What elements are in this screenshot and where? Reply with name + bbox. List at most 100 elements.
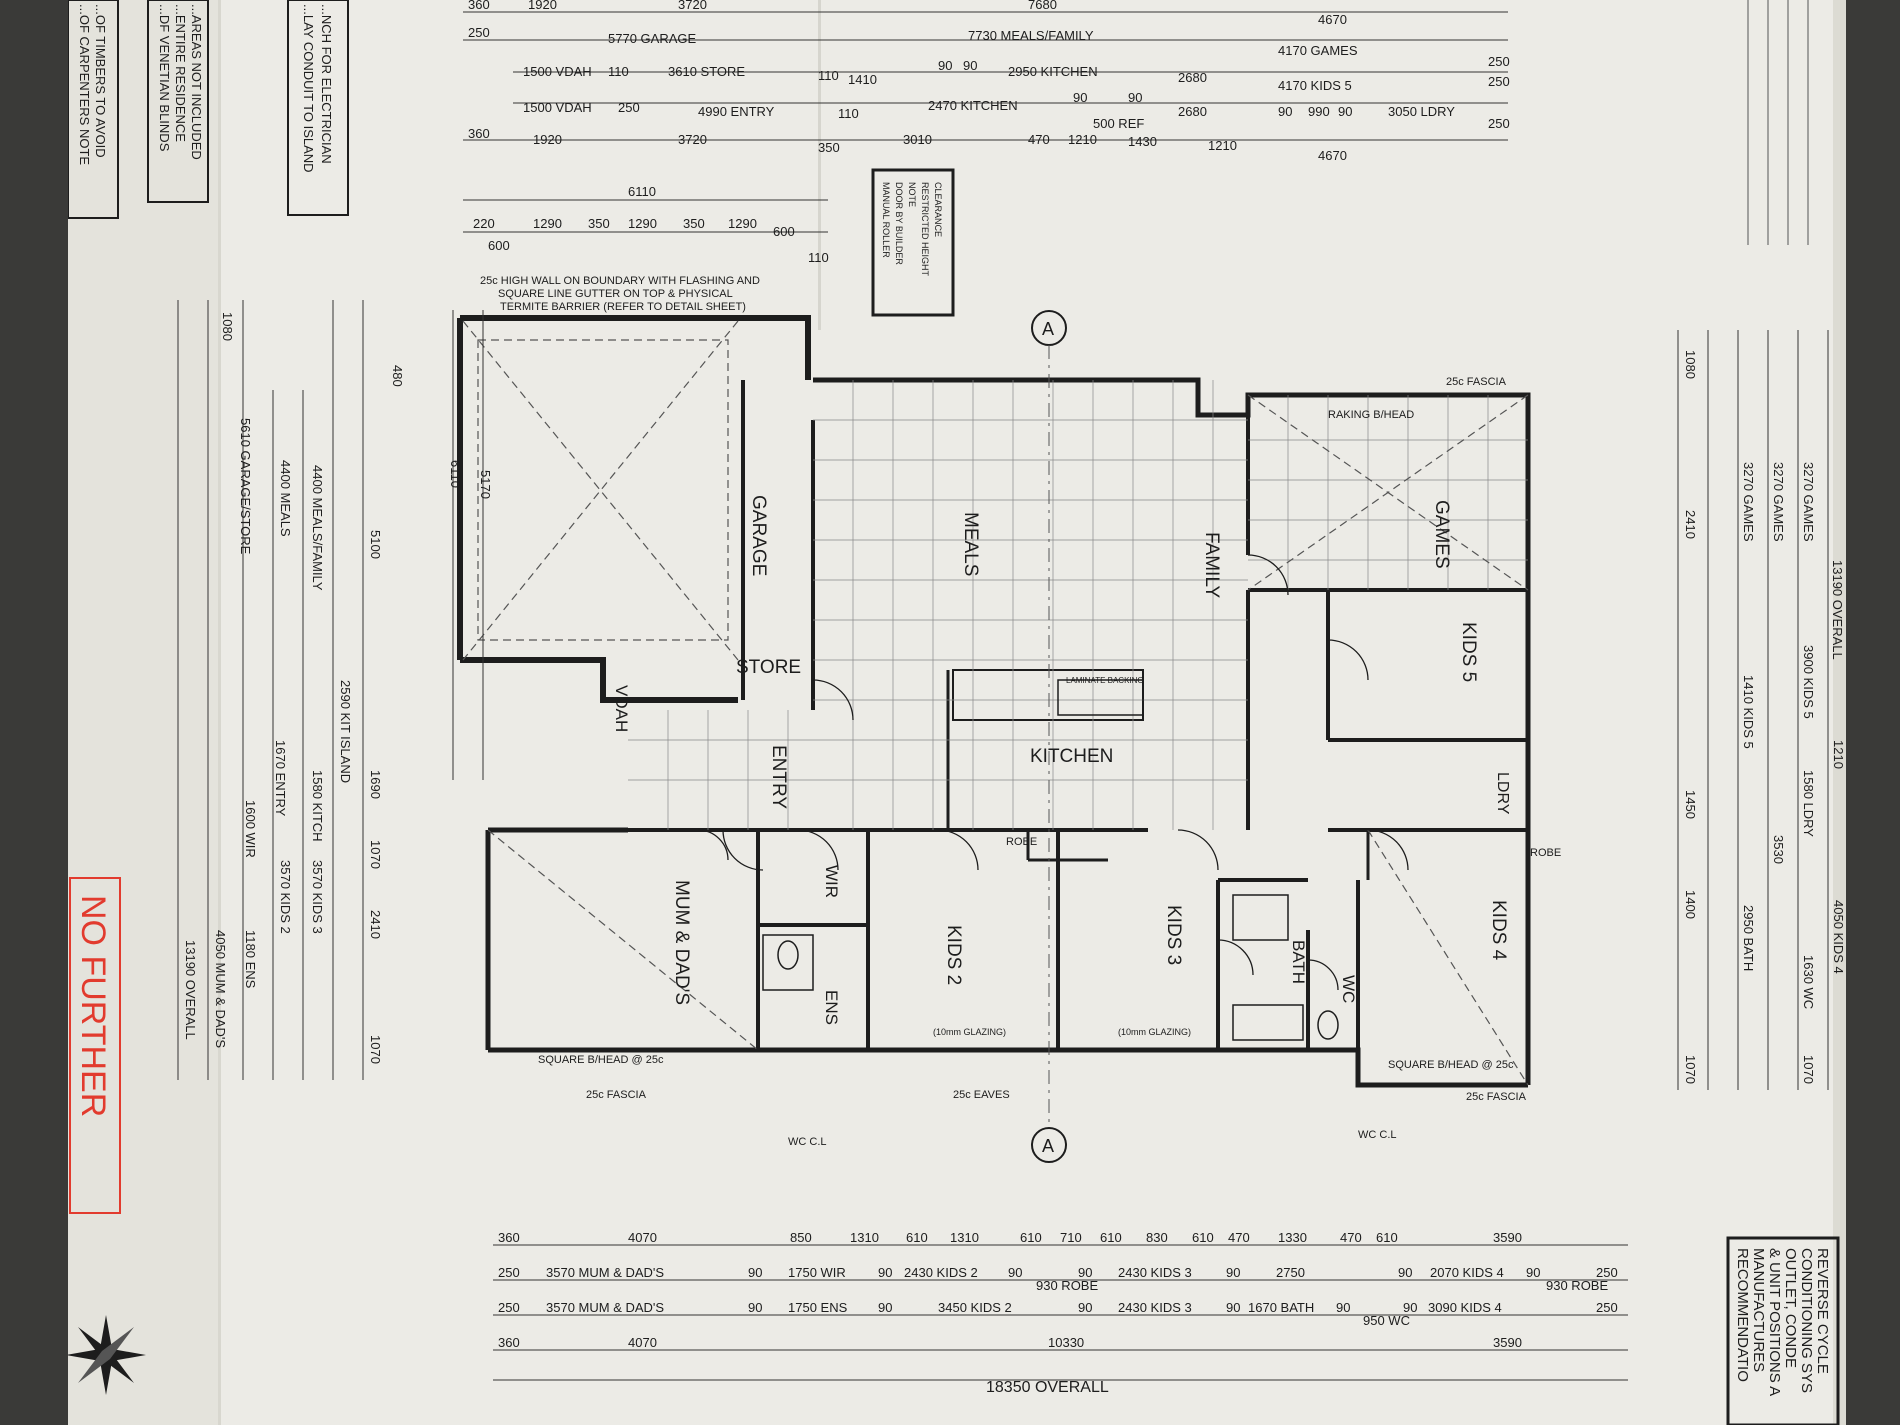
bottom-dimensions: 360 4070 850 1310 610 1310 610 710 610 8…	[498, 1230, 1618, 1350]
svg-text:DOOR BY BUILDER: DOOR BY BUILDER	[894, 182, 904, 265]
svg-text:1210: 1210	[1831, 740, 1846, 769]
svg-text:90: 90	[1403, 1300, 1417, 1315]
svg-text:1070: 1070	[1683, 1055, 1698, 1084]
svg-text:2070 KIDS 4: 2070 KIDS 4	[1430, 1265, 1504, 1280]
note-venetian-1: ...DF VENETIAN BLINDS	[157, 4, 172, 152]
svg-text:610: 610	[1376, 1230, 1398, 1245]
aircon-note: REVERSE CYCLE CONDITIONING SYS OUTLET, C…	[1734, 1248, 1831, 1396]
svg-text:RESTRICTED HEIGHT: RESTRICTED HEIGHT	[920, 182, 930, 277]
fascia-bottom-right: 25c FASCIA	[1466, 1091, 1527, 1103]
svg-text:2410: 2410	[1683, 510, 1698, 539]
svg-text:2430 KIDS 3: 2430 KIDS 3	[1118, 1265, 1192, 1280]
right-dimension-lines	[1677, 330, 1829, 1090]
svg-text:1310: 1310	[850, 1230, 879, 1245]
svg-text:2680: 2680	[1178, 70, 1207, 85]
svg-text:950 WC: 950 WC	[1363, 1313, 1410, 1328]
svg-text:3270 GAMES: 3270 GAMES	[1741, 462, 1756, 542]
svg-text:3090 KIDS 4: 3090 KIDS 4	[1428, 1300, 1502, 1315]
svg-text:250: 250	[1488, 54, 1510, 69]
room-meals: MEALS	[960, 512, 981, 576]
svg-text:RECOMMENDATIO: RECOMMENDATIO	[1734, 1248, 1751, 1382]
square-bhead-right: SQUARE B/HEAD @ 25c	[1388, 1059, 1514, 1071]
svg-text:3900 KIDS 5: 3900 KIDS 5	[1801, 645, 1816, 719]
room-games: GAMES	[1431, 500, 1452, 569]
svg-text:3530: 3530	[1771, 835, 1786, 864]
svg-text:3570 KIDS 3: 3570 KIDS 3	[310, 860, 325, 934]
wc-cl-left: WC C.L	[788, 1136, 827, 1148]
roller-door-note-box	[871, 168, 955, 317]
room-store: STORE	[736, 657, 801, 678]
fascia-top: 25c FASCIA	[1446, 376, 1507, 388]
svg-text:250: 250	[468, 25, 490, 40]
svg-text:110: 110	[838, 106, 859, 121]
svg-text:1690: 1690	[368, 770, 383, 799]
svg-text:930 ROBE: 930 ROBE	[1546, 1278, 1608, 1293]
svg-text:600: 600	[488, 238, 510, 253]
svg-text:1630 WC: 1630 WC	[1801, 955, 1816, 1009]
svg-text:1410: 1410	[848, 72, 877, 87]
svg-text:90: 90	[963, 58, 977, 73]
paper-fold-left	[68, 0, 218, 1425]
note-carpenters-2: ...OF TIMBERS TO AVOID	[93, 4, 108, 158]
room-labels: GARAGE STORE VDAH ENTRY MEALS FAMILY KIT…	[612, 495, 1561, 1025]
paper-fold-line-top	[818, 0, 821, 330]
svg-text:3720: 3720	[678, 132, 707, 147]
svg-text:4170 GAMES: 4170 GAMES	[1278, 43, 1358, 58]
svg-text:470: 470	[1028, 132, 1050, 147]
raking-bhead: RAKING B/HEAD	[1328, 409, 1414, 421]
svg-text:90: 90	[1336, 1300, 1350, 1315]
svg-text:2410: 2410	[368, 910, 383, 939]
note-conduit-1: ...LAY CONDUIT TO ISLAND	[301, 4, 316, 173]
svg-text:1500 VDAH: 1500 VDAH	[523, 100, 592, 115]
note-venetian-3: ...AREAS NOT INCLUDED	[189, 4, 204, 160]
svg-text:470: 470	[1228, 1230, 1250, 1245]
svg-text:350: 350	[818, 140, 840, 155]
svg-text:NOTE: NOTE	[907, 182, 917, 207]
svg-text:7730 MEALS/FAMILY: 7730 MEALS/FAMILY	[968, 28, 1094, 43]
svg-text:360: 360	[468, 0, 490, 12]
svg-text:4670: 4670	[1318, 148, 1347, 163]
svg-text:90: 90	[1008, 1265, 1022, 1280]
svg-text:4400 MEALS: 4400 MEALS	[278, 460, 293, 537]
svg-text:4070: 4070	[628, 1230, 657, 1245]
svg-text:250: 250	[1596, 1265, 1618, 1280]
svg-text:90: 90	[1338, 104, 1352, 119]
svg-text:6110: 6110	[448, 460, 463, 488]
svg-text:3570 KIDS 2: 3570 KIDS 2	[278, 860, 293, 934]
svg-text:2470 KITCHEN: 2470 KITCHEN	[928, 98, 1018, 113]
garage-roof-lines	[462, 320, 1529, 1086]
svg-text:2430 KIDS 3: 2430 KIDS 3	[1118, 1300, 1192, 1315]
svg-text:930 ROBE: 930 ROBE	[1036, 1278, 1098, 1293]
floor-plan-sheet: NO FURTHER ...OF CARPENTERS NOTE ...OF T…	[68, 0, 1846, 1425]
room-kids5: KIDS 5	[1458, 622, 1479, 682]
svg-text:830: 830	[1146, 1230, 1168, 1245]
svg-text:4670: 4670	[1318, 12, 1347, 27]
room-kitchen: KITCHEN	[1030, 746, 1113, 767]
svg-text:4400 MEALS/FAMILY: 4400 MEALS/FAMILY	[310, 465, 325, 591]
room-vdah: VDAH	[612, 685, 631, 732]
no-further-stamp-border	[69, 877, 121, 1214]
svg-text:360: 360	[468, 126, 490, 141]
right-dimensions: 13190 OVERALL 3270 GAMES 3270 GAMES 3270…	[1683, 350, 1846, 1084]
svg-text:1310: 1310	[950, 1230, 979, 1245]
svg-text:3590: 3590	[1493, 1335, 1522, 1350]
svg-text:3570 MUM & DAD'S: 3570 MUM & DAD'S	[546, 1300, 664, 1315]
svg-text:1070: 1070	[368, 1035, 383, 1064]
svg-text:1600 WIR: 1600 WIR	[243, 800, 258, 858]
svg-text:CLEARANCE: CLEARANCE	[933, 182, 943, 237]
roller-door-note: MANUAL ROLLER DOOR BY BUILDER NOTE RESTR…	[881, 182, 943, 277]
svg-text:600: 600	[773, 224, 795, 239]
svg-text:1210: 1210	[1208, 138, 1237, 153]
svg-text:3720: 3720	[678, 0, 707, 12]
room-mum-dads: MUM & DAD'S	[671, 880, 692, 1005]
svg-text:90: 90	[1526, 1265, 1540, 1280]
svg-text:1500 VDAH: 1500 VDAH	[523, 64, 592, 79]
svg-text:TERMITE BARRIER (REFER TO DETA: TERMITE BARRIER (REFER TO DETAIL SHEET)	[500, 301, 746, 313]
svg-text:250: 250	[1488, 74, 1510, 89]
svg-text:3050 LDRY: 3050 LDRY	[1388, 104, 1455, 119]
svg-text:3450 KIDS 2: 3450 KIDS 2	[938, 1300, 1012, 1315]
floor-plan-drawing: NO FURTHER ...OF CARPENTERS NOTE ...OF T…	[68, 0, 1846, 1425]
svg-text:1580 KITCH: 1580 KITCH	[310, 770, 325, 842]
svg-text:2430 KIDS 2: 2430 KIDS 2	[904, 1265, 978, 1280]
svg-text:1670 BATH: 1670 BATH	[1248, 1300, 1314, 1315]
